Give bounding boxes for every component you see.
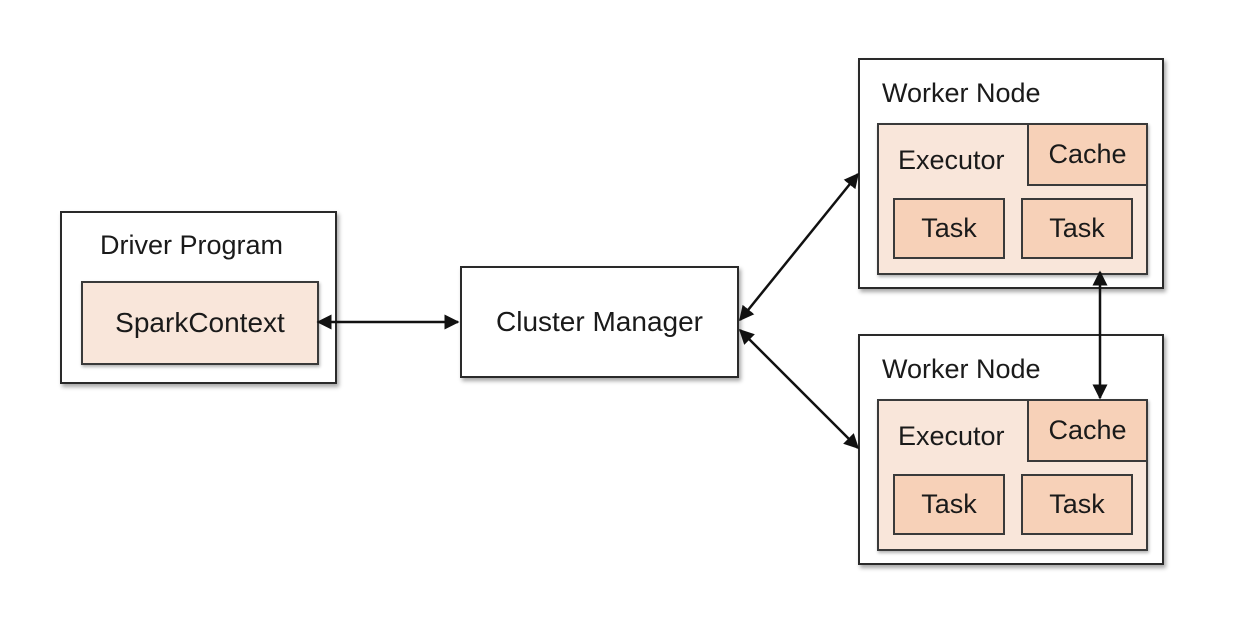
cluster-manager-label: Cluster Manager [496,306,703,337]
worker-node-2: Worker Node Executor Cache Task Task [858,334,1164,565]
executor-1-box: Executor Cache Task Task [877,123,1148,275]
executor-2-box: Executor Cache Task Task [877,399,1148,551]
task-2b-box: Task [1021,474,1133,535]
cache-2-box: Cache [1027,399,1148,462]
task-2a-box: Task [893,474,1005,535]
cache-1-box: Cache [1027,123,1148,186]
worker-node-2-title: Worker Node [882,354,1041,384]
spark-context-label: SparkContext [115,307,285,338]
driver-program-title: Driver Program [100,230,284,260]
task-1b-box: Task [1021,198,1133,259]
arrow-cluster-worker1 [739,172,859,322]
arrow-cluster-worker2 [738,328,860,450]
spark-context-box: SparkContext [81,281,319,365]
driver-program-box: Driver Program SparkContext [60,211,337,384]
executor-1-label: Executor [898,145,1005,175]
worker-node-1: Worker Node Executor Cache Task Task [858,58,1164,289]
task-1a-box: Task [893,198,1005,259]
worker-node-1-title: Worker Node [882,78,1041,108]
cluster-manager-box: Cluster Manager [460,266,739,378]
executor-2-label: Executor [898,421,1005,451]
